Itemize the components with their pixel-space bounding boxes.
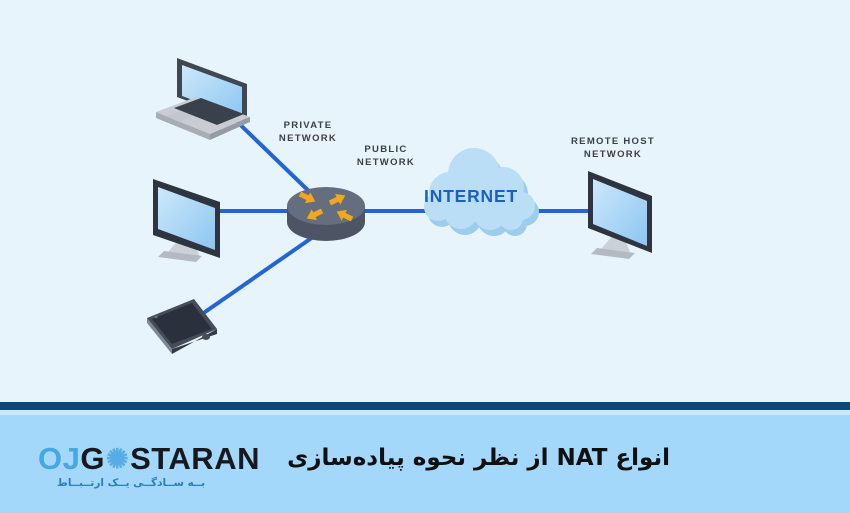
brand-logo: OJG✺STARAN بــه ســادگــی یــک ارتــبــا…: [38, 441, 259, 489]
logo-gear-icon: ✺: [105, 444, 130, 474]
logo-tagline: بــه ســادگــی یــک ارتــبــاط: [56, 477, 206, 489]
public-network-label-line2: NETWORK: [357, 157, 415, 168]
network-diagram: INTERNET PRIVATE NETWORK PUBLIC NETWORK …: [147, 58, 655, 354]
remote-host-network-label-line1: REMOTE HOST: [571, 136, 655, 147]
logo-text-staran: STARAN: [130, 441, 260, 476]
line-phone-router: [203, 235, 315, 314]
smartphone-icon: [147, 299, 217, 354]
laptop-icon: [156, 58, 250, 140]
remote-host-network-label-line2: NETWORK: [584, 149, 642, 160]
private-network-label-line2: NETWORK: [279, 133, 337, 144]
page-title: انواع NAT از نظر نحوه پیاده‌سازی: [287, 445, 670, 471]
divider-bar: [0, 402, 850, 410]
private-network-label-line1: PRIVATE: [284, 120, 333, 131]
logo-wordmark: OJG✺STARAN: [38, 441, 259, 476]
router-arrows-icon: [298, 191, 354, 222]
internet-label: INTERNET: [424, 186, 518, 206]
logo-text-oj: OJ: [38, 441, 81, 476]
logo-text-g: G: [80, 441, 105, 476]
network-zone-labels: PRIVATE NETWORK PUBLIC NETWORK REMOTE HO…: [279, 120, 655, 168]
public-network-label-line1: PUBLIC: [364, 144, 407, 155]
router-icon: [287, 187, 365, 241]
desktop-monitor-icon: [153, 179, 220, 262]
remote-monitor-icon: [588, 171, 652, 259]
internet-cloud-icon: [424, 148, 539, 236]
divider-highlight-strip: [0, 410, 850, 415]
footer-band: OJG✺STARAN بــه ســادگــی یــک ارتــبــا…: [0, 415, 850, 513]
diagram-canvas: INTERNET PRIVATE NETWORK PUBLIC NETWORK …: [147, 58, 655, 354]
